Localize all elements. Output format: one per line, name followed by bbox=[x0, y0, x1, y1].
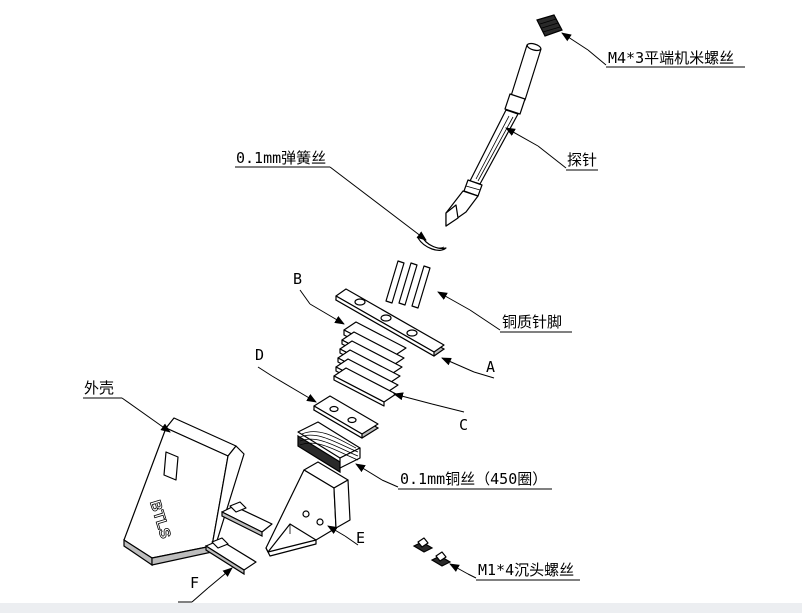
board-e-leader bbox=[344, 535, 359, 546]
plate-d-leader bbox=[257, 366, 273, 377]
copper-wire-leader bbox=[381, 479, 399, 488]
plate-c-leader bbox=[431, 403, 465, 413]
label-e: E bbox=[356, 529, 365, 547]
label-copper-wire: 0.1mm铜丝（450圈） bbox=[400, 470, 547, 488]
clip-f-leader bbox=[191, 587, 209, 603]
plate-a bbox=[334, 288, 446, 357]
clip-f-upper bbox=[221, 501, 273, 537]
plate-d-arrow bbox=[271, 375, 317, 403]
outer-shell: BTLS bbox=[123, 417, 245, 567]
copper-coil bbox=[297, 421, 361, 474]
plate-b-arrow bbox=[309, 303, 345, 325]
label-spring-wire: 0.1mm弹簧丝 bbox=[236, 149, 326, 167]
copper-pins-leader bbox=[469, 309, 501, 331]
clip-f-arrow bbox=[207, 567, 233, 589]
plate-stack bbox=[333, 321, 407, 407]
screw-m4-arrow bbox=[561, 32, 589, 51]
label-b: B bbox=[293, 270, 302, 288]
plate-c-arrow bbox=[393, 392, 433, 405]
label-f: F bbox=[190, 574, 199, 592]
copper-pins-arrow bbox=[437, 291, 471, 311]
plate-b-leader bbox=[299, 289, 311, 305]
board-e bbox=[265, 461, 351, 557]
screw-m1-leader bbox=[467, 573, 477, 579]
clip-f-lower bbox=[205, 537, 257, 576]
label-screw-m1: M1*4沉头螺丝 bbox=[478, 561, 574, 579]
plate-d bbox=[312, 395, 380, 439]
spring-wire-arrow bbox=[329, 166, 427, 241]
screw-m1-arrow bbox=[449, 563, 469, 575]
plate-a-arrow bbox=[441, 357, 475, 373]
probe-arrow bbox=[505, 127, 539, 147]
label-probe: 探针 bbox=[567, 151, 597, 169]
label-shell: 外壳 bbox=[84, 379, 114, 397]
board-e-arrow bbox=[327, 525, 346, 537]
probe-leader bbox=[537, 145, 567, 169]
spring-wire-inner bbox=[423, 239, 445, 249]
m1-countersunk-screws bbox=[412, 537, 452, 567]
bottom-strip bbox=[0, 603, 802, 613]
spring-wire-coil bbox=[417, 235, 447, 251]
plate-a-leader bbox=[473, 371, 495, 379]
screw-m4-leader bbox=[587, 49, 607, 66]
label-copper-pins: 铜质针脚 bbox=[502, 313, 562, 331]
probe-needle bbox=[445, 42, 542, 227]
label-a: A bbox=[486, 358, 495, 376]
shell-arrow bbox=[121, 397, 171, 433]
label-d: D bbox=[255, 346, 264, 364]
label-c: C bbox=[459, 416, 468, 434]
label-screw-m4: M4*3平端机米螺丝 bbox=[608, 49, 734, 67]
m4-set-screw bbox=[536, 14, 563, 37]
copper-wire-arrow bbox=[355, 463, 383, 481]
copper-pins bbox=[385, 260, 431, 309]
